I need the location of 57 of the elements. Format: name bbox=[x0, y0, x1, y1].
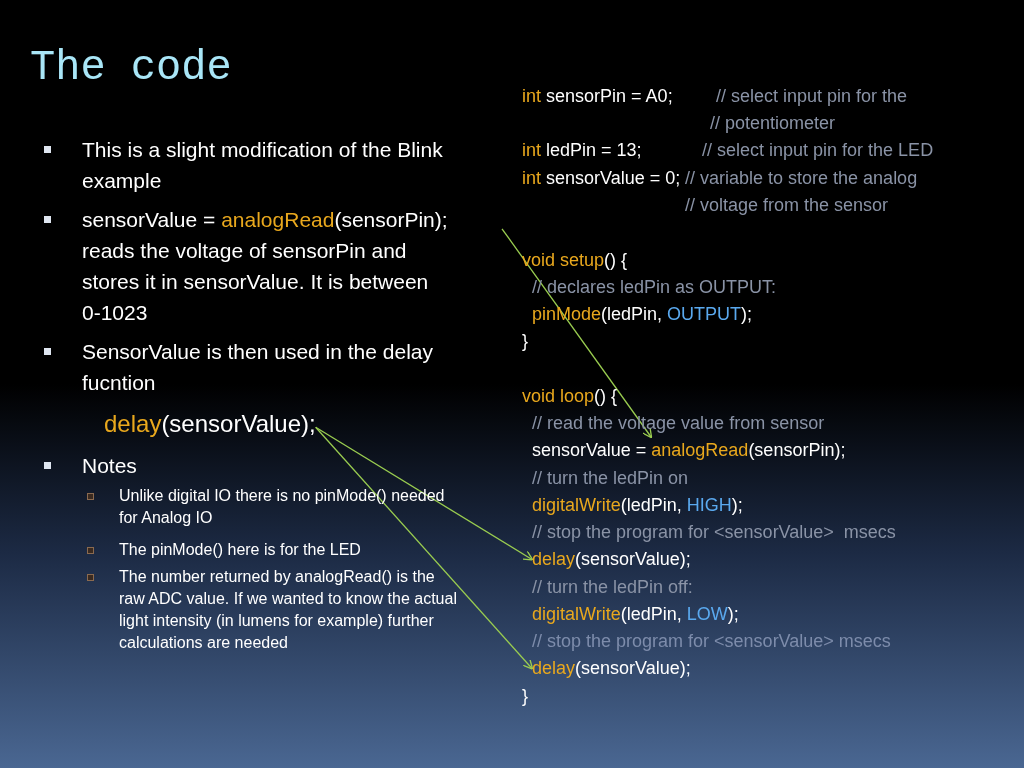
code-text: } bbox=[522, 331, 528, 351]
code-text: int bbox=[522, 86, 541, 106]
code-text: (sensorPin); bbox=[334, 208, 448, 231]
code-text: (ledPin, bbox=[620, 604, 682, 624]
code-text: analogRead bbox=[651, 440, 749, 460]
code-text: (ledPin, bbox=[601, 304, 663, 324]
code-text: void bbox=[522, 386, 556, 406]
code-comment: // stop the program for <sensorValue> msecs bbox=[532, 522, 896, 542]
code-text: sensorValue = bbox=[532, 440, 647, 460]
code-text: void bbox=[522, 250, 556, 270]
code-text: OUTPUT bbox=[667, 304, 742, 324]
code-text: HIGH bbox=[686, 495, 732, 515]
bullet-text: Notes bbox=[82, 453, 138, 479]
note-text: The number returned by analogRead() is the raw ADC value. If we wanted to know the actual light intensity (in lumens for example) further calculations are needed bbox=[119, 567, 458, 653]
bullet-text: reads the voltage of sensorPin and stores it in sensorValue. It is between 0-1023 bbox=[82, 238, 430, 326]
code-comment: // variable to store the analog bbox=[685, 167, 918, 190]
code-text: ); bbox=[741, 304, 753, 324]
code-comment: // turn the ledPin on bbox=[532, 468, 689, 488]
code-text: ); bbox=[727, 604, 739, 624]
bullet-text: SensorValue is then used in the delay fucntion bbox=[82, 339, 434, 396]
code-text: delay bbox=[532, 549, 576, 569]
code-text: analogRead bbox=[221, 208, 335, 231]
code-text: digitalWrite bbox=[532, 495, 621, 515]
code-text: int bbox=[522, 168, 541, 188]
code-text: () { bbox=[594, 386, 618, 406]
code-text: (sensorValue); bbox=[161, 410, 316, 437]
code-text: delay bbox=[532, 658, 576, 678]
slide-title: The code bbox=[30, 44, 232, 92]
arrow bbox=[501, 228, 653, 439]
code-comment: // stop the program for <sensorValue> msecs bbox=[532, 631, 891, 651]
code-text: ); bbox=[731, 495, 743, 515]
code-text: (sensorPin); bbox=[748, 440, 846, 460]
code-text: sensorValue = bbox=[82, 208, 216, 231]
code-text: digitalWrite bbox=[532, 604, 621, 624]
code-text: (sensorValue); bbox=[575, 658, 691, 678]
code-comment: // select input pin for the LED bbox=[702, 139, 934, 162]
code-text: } bbox=[522, 686, 528, 706]
arrow bbox=[315, 426, 534, 561]
code-text: LOW bbox=[686, 604, 728, 624]
bullet-text: This is a slight modification of the Blink example bbox=[82, 137, 444, 194]
code-comment: // select input pin for the bbox=[716, 85, 908, 108]
code-comment: // voltage from the sensor bbox=[685, 195, 889, 215]
code-comment: // turn the ledPin off: bbox=[532, 577, 693, 597]
code-comment: // potentiometer bbox=[710, 113, 836, 133]
code-text: setup bbox=[560, 250, 605, 270]
arrow bbox=[315, 426, 534, 670]
note-text: The pinMode() here is for the LED bbox=[119, 540, 362, 560]
code-comment: // declares ledPin as OUTPUT: bbox=[532, 277, 777, 297]
code-text: () { bbox=[604, 250, 628, 270]
code-text: delay bbox=[104, 410, 162, 437]
code-text: loop bbox=[560, 386, 595, 406]
code-text: sensorValue = 0; bbox=[546, 168, 681, 188]
code-text: (ledPin, bbox=[620, 495, 682, 515]
code-text: sensorPin = A0; bbox=[546, 86, 673, 106]
code-text: int bbox=[522, 140, 541, 160]
code-text: ledPin = 13; bbox=[546, 140, 642, 160]
code-text: (sensorValue); bbox=[575, 549, 691, 569]
